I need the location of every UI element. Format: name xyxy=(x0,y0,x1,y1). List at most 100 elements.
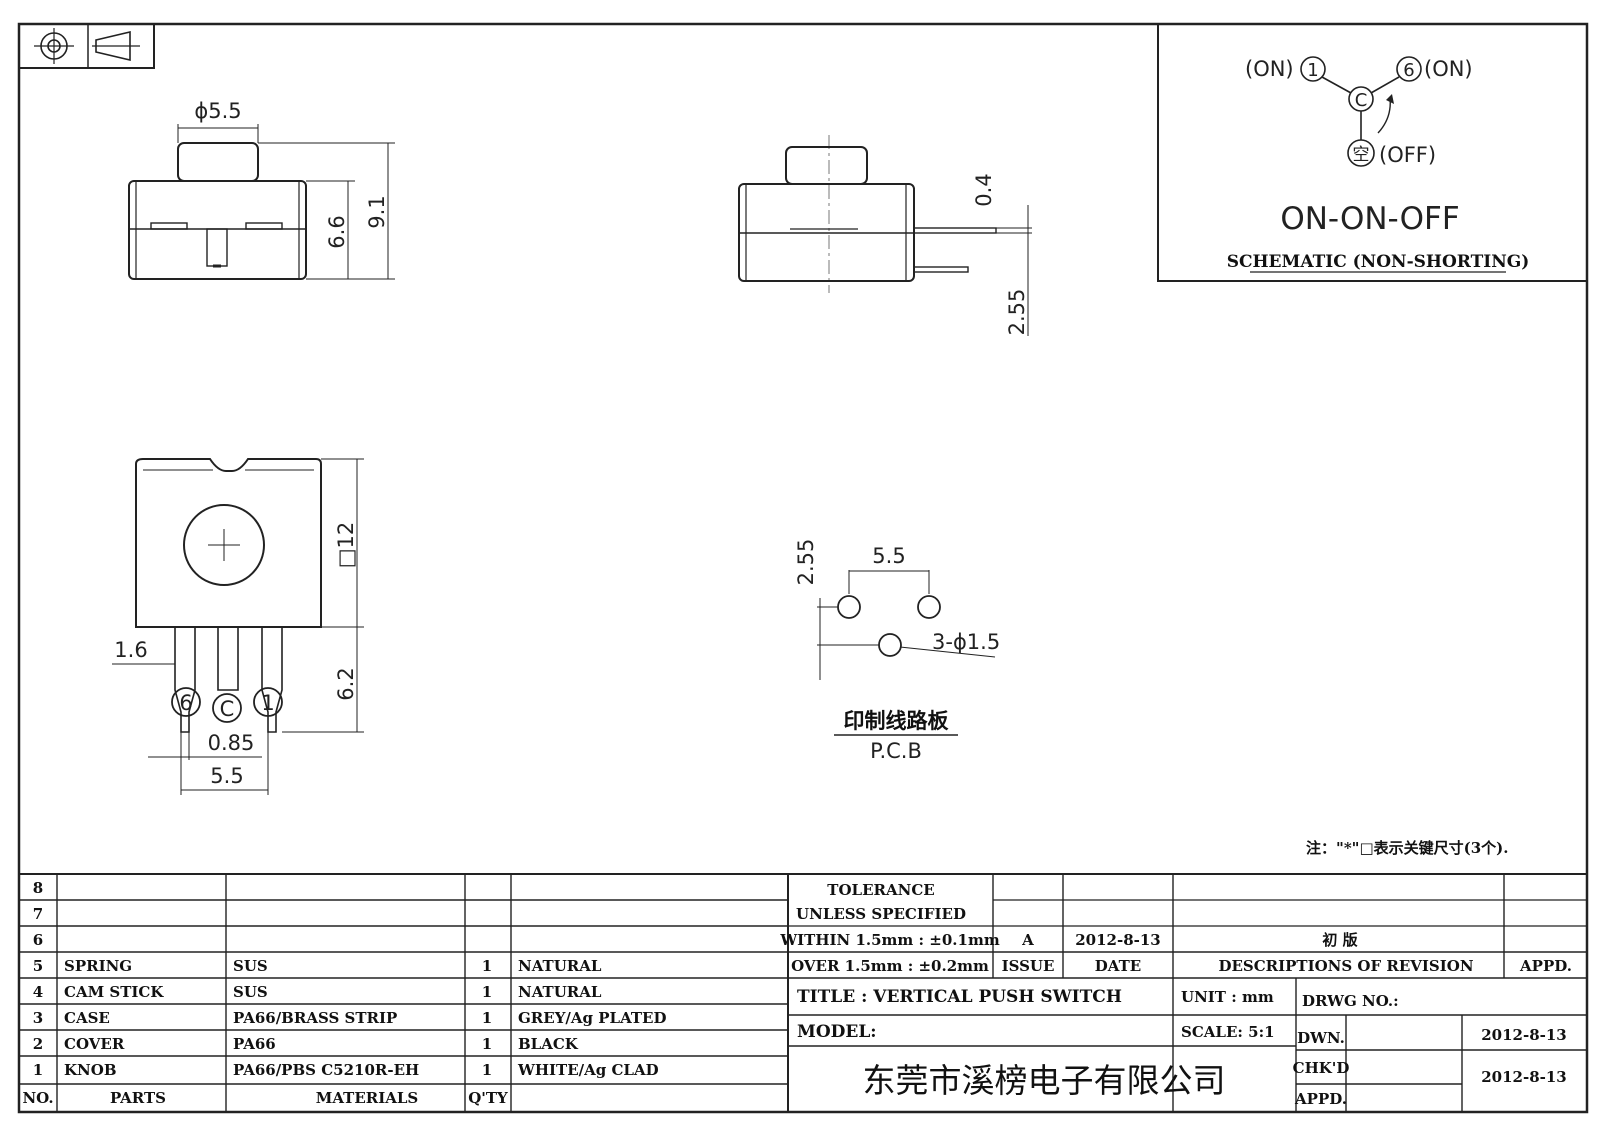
dim-body-height: 6.6 xyxy=(325,215,349,248)
bom-part: KNOB xyxy=(64,1061,117,1079)
bom-material: PA66 xyxy=(233,1035,276,1053)
company-name: 东莞市溪榜电子有限公司 xyxy=(863,1061,1226,1100)
drawn-label: DWN. xyxy=(1297,1029,1345,1047)
bom-header-materials: MATERIALS xyxy=(316,1089,419,1107)
pcb-label-cn: 印制线路板 xyxy=(844,709,950,733)
drawn-date: 2012-8-13 xyxy=(1481,1026,1567,1044)
bom-part: CAM STICK xyxy=(64,983,164,1001)
bom-no: 3 xyxy=(33,1009,43,1027)
bom-material: PA66/BRASS STRIP xyxy=(233,1009,397,1027)
bom-no: 8 xyxy=(33,879,43,897)
pcb-label-en: P.C.B xyxy=(870,739,922,763)
revision-header-issue: ISSUE xyxy=(1002,957,1055,975)
sheet-border xyxy=(17,22,1589,1114)
tolerance-subtitle: UNLESS SPECIFIED xyxy=(796,905,966,923)
dim-pin-width: 0.85 xyxy=(208,731,255,755)
bom-finish: GREY/Ag PLATED xyxy=(518,1009,667,1027)
bottom-pin-c: C xyxy=(220,697,235,721)
bom-part: CASE xyxy=(64,1009,110,1027)
bom-no: 7 xyxy=(33,905,43,923)
revision-description: 初 版 xyxy=(1322,931,1357,949)
title-block xyxy=(19,873,1587,1112)
dim-pin-length: 6.2 xyxy=(334,667,358,700)
scale-label: SCALE: 5:1 xyxy=(1181,1023,1275,1041)
bom-finish: WHITE/Ag CLAD xyxy=(517,1061,659,1079)
bom-finish: NATURAL xyxy=(518,983,602,1001)
checked-label: CHK'D xyxy=(1293,1059,1350,1077)
bom-part: SPRING xyxy=(64,957,132,975)
bottom-pin-1: 1 xyxy=(261,691,274,715)
dim-pcb-offset: 2.55 xyxy=(794,539,818,586)
schematic-off-label: (OFF) xyxy=(1379,143,1436,167)
side-view: 0.4 2.55 xyxy=(738,135,1032,336)
bom-no: 5 xyxy=(33,957,43,975)
bom-header-qty: Q'TY xyxy=(468,1089,508,1107)
bom-qty: 1 xyxy=(482,1009,492,1027)
bom-no: 4 xyxy=(33,983,43,1001)
approved-label: APPD. xyxy=(1294,1090,1347,1108)
schematic-mode: ON-ON-OFF xyxy=(1280,201,1459,237)
table-row: 3 CASE PA66/BRASS STRIP 1 GREY/Ag PLATED xyxy=(33,1009,667,1027)
table-row: 8 xyxy=(33,879,43,897)
bottom-view: 6 C 1 □12 6.2 1.6 0.85 5.5 xyxy=(112,458,364,795)
table-row: 2 COVER PA66 1 BLACK xyxy=(33,1035,579,1053)
model-label: MODEL: xyxy=(797,1022,877,1042)
table-row: 1 KNOB PA66/PBS C5210R-EH 1 WHITE/Ag CLA… xyxy=(33,1061,659,1079)
schematic-pin-1: 1 xyxy=(1307,60,1318,81)
bom-part: COVER xyxy=(64,1035,125,1053)
bom-no: 2 xyxy=(33,1035,43,1053)
dim-pin-side: 1.6 xyxy=(114,638,147,662)
revision-issue: A xyxy=(1021,931,1034,949)
dim-pin-pitch: 5.5 xyxy=(210,764,243,788)
pin-1-marker xyxy=(1300,56,1326,82)
bom-header-row: NO. PARTS MATERIALS Q'TY xyxy=(22,1089,508,1107)
drawing-title: TITLE : VERTICAL PUSH SWITCH xyxy=(797,987,1122,1007)
dim-pin-offset: 0.4 xyxy=(972,173,996,206)
bom-table: 8 7 6 5 SPRING SUS 1 NATURAL 4 CAM STICK… xyxy=(22,879,666,1107)
dim-pcb-pitch: 5.5 xyxy=(872,544,905,568)
table-row: 5 SPRING SUS 1 NATURAL xyxy=(33,957,602,975)
pin-empty-marker xyxy=(1347,139,1375,167)
bom-qty: 1 xyxy=(482,983,492,1001)
schematic-pin-6: 6 xyxy=(1403,60,1414,81)
tolerance-title: TOLERANCE xyxy=(827,881,934,899)
schematic-on-1-label: (ON) xyxy=(1245,57,1294,81)
tolerance-block: TOLERANCE UNLESS SPECIFIED WITHIN 1.5mm … xyxy=(779,881,1000,975)
dim-body-square: □12 xyxy=(334,522,358,569)
bom-no: 6 xyxy=(33,931,43,949)
checked-date: 2012-8-13 xyxy=(1481,1068,1567,1086)
revision-header-appd: APPD. xyxy=(1519,957,1572,975)
bom-qty: 1 xyxy=(482,1061,492,1079)
schematic-pin-c: C xyxy=(1355,90,1368,111)
dim-knob-diameter: ϕ5.5 xyxy=(194,99,241,123)
pin-6-marker xyxy=(1396,56,1422,82)
schematic-on-6-label: (ON) xyxy=(1424,57,1473,81)
key-dimension-note: 注："*"□表示关键尺寸(3个). xyxy=(1306,839,1509,857)
revision-header-date: DATE xyxy=(1095,957,1141,975)
bom-qty: 1 xyxy=(482,1035,492,1053)
dim-pcb-holes: 3-ϕ1.5 xyxy=(932,630,1000,654)
table-row: 6 xyxy=(33,931,43,949)
tolerance-over: OVER 1.5mm : ±0.2mm xyxy=(791,957,989,975)
drawing-number-label: DRWG NO.: xyxy=(1302,992,1399,1010)
bom-finish: NATURAL xyxy=(518,957,602,975)
unit-label: UNIT : mm xyxy=(1181,988,1274,1006)
schematic-pin-empty: 空 xyxy=(1353,145,1370,165)
bom-header-parts: PARTS xyxy=(110,1089,166,1107)
bom-header-no: NO. xyxy=(22,1089,53,1107)
bom-material: SUS xyxy=(233,983,268,1001)
bottom-pin-6: 6 xyxy=(179,691,192,715)
bom-no: 1 xyxy=(33,1061,43,1079)
table-row: 7 xyxy=(33,905,43,923)
dim-pin-height: 2.55 xyxy=(1005,289,1029,336)
revision-block: A 2012-8-13 初 版 ISSUE DATE DESCRIPTIONS … xyxy=(1002,931,1572,975)
dim-total-height: 9.1 xyxy=(365,195,389,228)
bom-finish: BLACK xyxy=(518,1035,579,1053)
revision-date: 2012-8-13 xyxy=(1075,931,1161,949)
bom-material: SUS xyxy=(233,957,268,975)
pcb-layout-view: 5.5 2.55 3-ϕ1.5 印制线路板 P.C.B xyxy=(794,539,1000,763)
table-row: 4 CAM STICK SUS 1 NATURAL xyxy=(33,983,602,1001)
title-info: TITLE : VERTICAL PUSH SWITCH MODEL: UNIT… xyxy=(797,987,1567,1108)
tolerance-within: WITHIN 1.5mm : ±0.1mm xyxy=(779,931,1000,949)
